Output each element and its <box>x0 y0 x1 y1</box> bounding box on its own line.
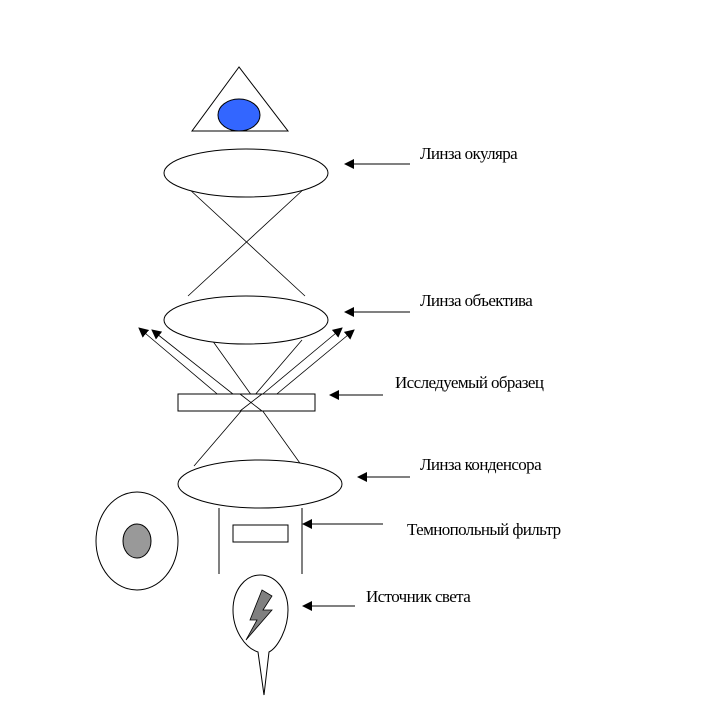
label-darkfield-filter: Темнопольный фильтр <box>407 520 561 539</box>
filter-housing <box>218 508 303 574</box>
eye-icon <box>191 66 290 132</box>
condenser-lens <box>177 459 343 509</box>
label-condenser-lens: Линза конденсора <box>420 455 542 474</box>
darkfield-filter-disc <box>95 491 179 591</box>
lightning-bolt-icon <box>245 589 273 641</box>
light-bulb <box>232 574 289 696</box>
label-objective-lens: Линза объектива <box>420 291 533 310</box>
specimen-slide <box>177 393 316 412</box>
eyepiece-lens <box>163 148 329 198</box>
eye-pupil <box>217 98 261 132</box>
label-specimen: Исследуемый образец <box>395 373 544 392</box>
objective-lens <box>163 295 329 345</box>
darkfield-filter-plate <box>232 524 289 543</box>
label-eyepiece-lens: Линза окуляра <box>420 144 518 163</box>
label-light-source: Источник света <box>366 587 471 606</box>
scattered-rays-left <box>138 327 239 399</box>
scattered-rays-right <box>257 327 355 399</box>
light-rays-through-slide <box>239 393 263 412</box>
light-rays-upper <box>187 187 306 297</box>
